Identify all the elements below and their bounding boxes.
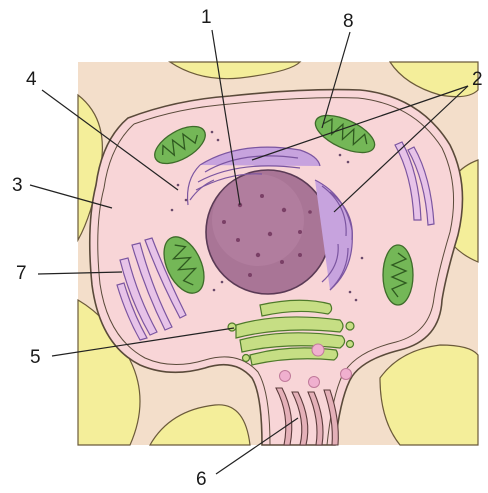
label-6: 6 (196, 470, 207, 489)
label-3: 3 (12, 176, 23, 195)
label-8: 8 (343, 12, 354, 31)
label-7: 7 (16, 264, 27, 283)
label-4: 4 (26, 70, 37, 89)
label-2: 2 (472, 70, 483, 89)
label-5: 5 (30, 348, 41, 367)
label-1: 1 (201, 8, 212, 27)
nucleus (206, 170, 330, 294)
